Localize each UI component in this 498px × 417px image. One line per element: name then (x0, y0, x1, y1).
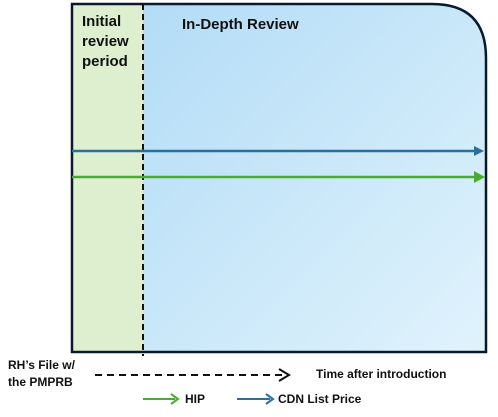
legend-cdn-list-price-label: CDN List Price (278, 392, 362, 406)
time-after-introduction-label: Time after introduction (316, 367, 447, 381)
legend-cdn-arrowhead (265, 393, 275, 405)
legend-hip-arrowhead (170, 393, 180, 405)
time-axis-arrowhead (278, 368, 291, 382)
cdn-list-price-arrowhead (474, 146, 484, 156)
rh-file-label: RH’s File w/ the PMPRB (8, 358, 75, 389)
initial-review-period-label: Initial review period (82, 13, 129, 70)
in-depth-review-label: In-Depth Review (182, 16, 299, 33)
hip-arrowhead (474, 171, 485, 183)
diagram-frame (70, 2, 488, 354)
legend-hip-label: HIP (185, 392, 206, 406)
